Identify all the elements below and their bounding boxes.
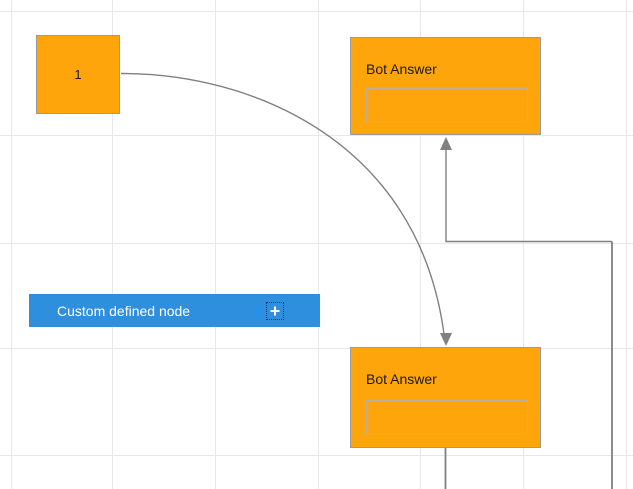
edge-feedback-to-bot-answer-top (445, 147, 612, 243)
node-bot-answer-top[interactable]: Bot Answer (350, 37, 541, 135)
custom-defined-node-item[interactable]: Custom defined node (29, 294, 320, 327)
node-bot-answer-bottom[interactable]: Bot Answer (350, 347, 541, 448)
node-bot-answer-top-slot[interactable] (366, 88, 528, 122)
custom-defined-node-label: Custom defined node (57, 302, 191, 319)
arrowhead-into-bot-answer-bottom (440, 333, 452, 346)
node-bot-answer-bottom-title: Bot Answer (366, 371, 437, 387)
plus-icon[interactable] (266, 301, 284, 320)
node-start-label: 1 (74, 67, 82, 82)
node-bot-answer-top-title: Bot Answer (366, 61, 437, 77)
node-bot-answer-bottom-slot[interactable] (366, 400, 528, 434)
arrowhead-into-bot-answer-top (440, 137, 452, 150)
node-start[interactable]: 1 (36, 35, 120, 114)
